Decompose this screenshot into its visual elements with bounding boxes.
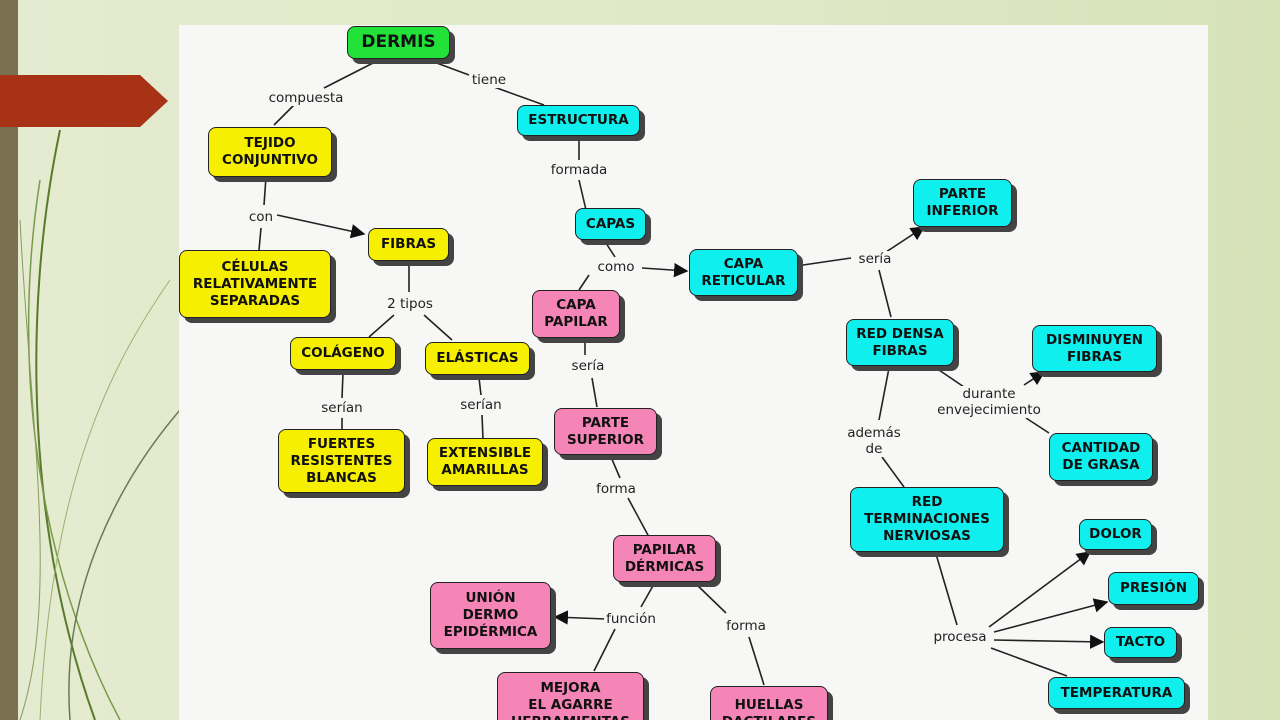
concept-map: DERMIS ESTRUCTURA TEJIDO CONJUNTIVO CAPA… [179, 25, 1208, 720]
node-presion: PRESIÓN [1108, 572, 1199, 605]
link-label-procesa: procesa [931, 629, 989, 645]
link-label-como: como [595, 259, 637, 275]
node-tejido-conjuntivo: TEJIDO CONJUNTIVO [208, 127, 332, 177]
link-label-serian: serían [319, 400, 365, 416]
node-parte-superior: PARTE SUPERIOR [554, 408, 657, 455]
node-capas: CAPAS [575, 208, 646, 240]
link-label-2-tipos: 2 tipos [385, 296, 435, 312]
node-cantidad-de-grasa: CANTIDAD DE GRASA [1049, 433, 1153, 481]
link-label-compuesta: compuesta [266, 90, 346, 106]
node-parte-inferior: PARTE INFERIOR [913, 179, 1012, 227]
link-label-forma: forma [724, 618, 768, 634]
link-label-serian: serían [458, 397, 504, 413]
node-union-dermo-epidermica: UNIÓN DERMO EPIDÉRMICA [430, 582, 551, 649]
red-arrow-tab [0, 75, 168, 127]
node-tacto: TACTO [1104, 627, 1177, 658]
node-fibras: FIBRAS [368, 228, 449, 261]
node-extensible-amarillas: EXTENSIBLE AMARILLAS [427, 438, 543, 486]
node-mejora-el-agarre: MEJORA EL AGARRE HERRAMIENTAS [497, 672, 644, 720]
node-capa-reticular: CAPA RETICULAR [689, 249, 798, 296]
decorative-swoosh [19, 129, 180, 720]
node-dolor: DOLOR [1079, 519, 1152, 550]
node-fuertes-resistentes-blancas: FUERTES RESISTENTES BLANCAS [278, 429, 405, 493]
node-temperatura: TEMPERATURA [1048, 677, 1185, 709]
link-label-ademas-de: además de [845, 425, 903, 457]
link-label-tiene: tiene [469, 72, 509, 88]
node-dermis: DERMIS [347, 26, 450, 59]
node-estructura: ESTRUCTURA [517, 105, 640, 136]
connector-lines [258, 61, 1109, 686]
link-label-durante-envejecimiento: durante envejecimiento [935, 386, 1043, 418]
node-celulas: CÉLULAS RELATIVAMENTE SEPARADAS [179, 250, 331, 318]
node-colageno: COLÁGENO [290, 337, 396, 370]
link-label-con: con [246, 209, 276, 225]
link-label-seria: sería [856, 251, 894, 267]
node-papilar-dermicas: PAPILAR DÉRMICAS [613, 535, 716, 582]
slide-left-bar [0, 0, 18, 720]
link-label-forma: forma [594, 481, 638, 497]
node-disminuyen-fibras: DISMINUYEN FIBRAS [1032, 325, 1157, 372]
node-huellas-dactilares: HUELLAS DACTILARES [710, 686, 828, 720]
link-label-seria: sería [569, 358, 607, 374]
node-capa-papilar: CAPA PAPILAR [532, 290, 620, 338]
node-elasticas: ELÁSTICAS [425, 342, 530, 375]
node-red-densa-fibras: RED DENSA FIBRAS [846, 319, 954, 366]
link-label-formada: formada [548, 162, 610, 178]
node-red-terminaciones-nerviosas: RED TERMINACIONES NERVIOSAS [850, 487, 1004, 552]
link-label-funcion: función [604, 611, 658, 627]
